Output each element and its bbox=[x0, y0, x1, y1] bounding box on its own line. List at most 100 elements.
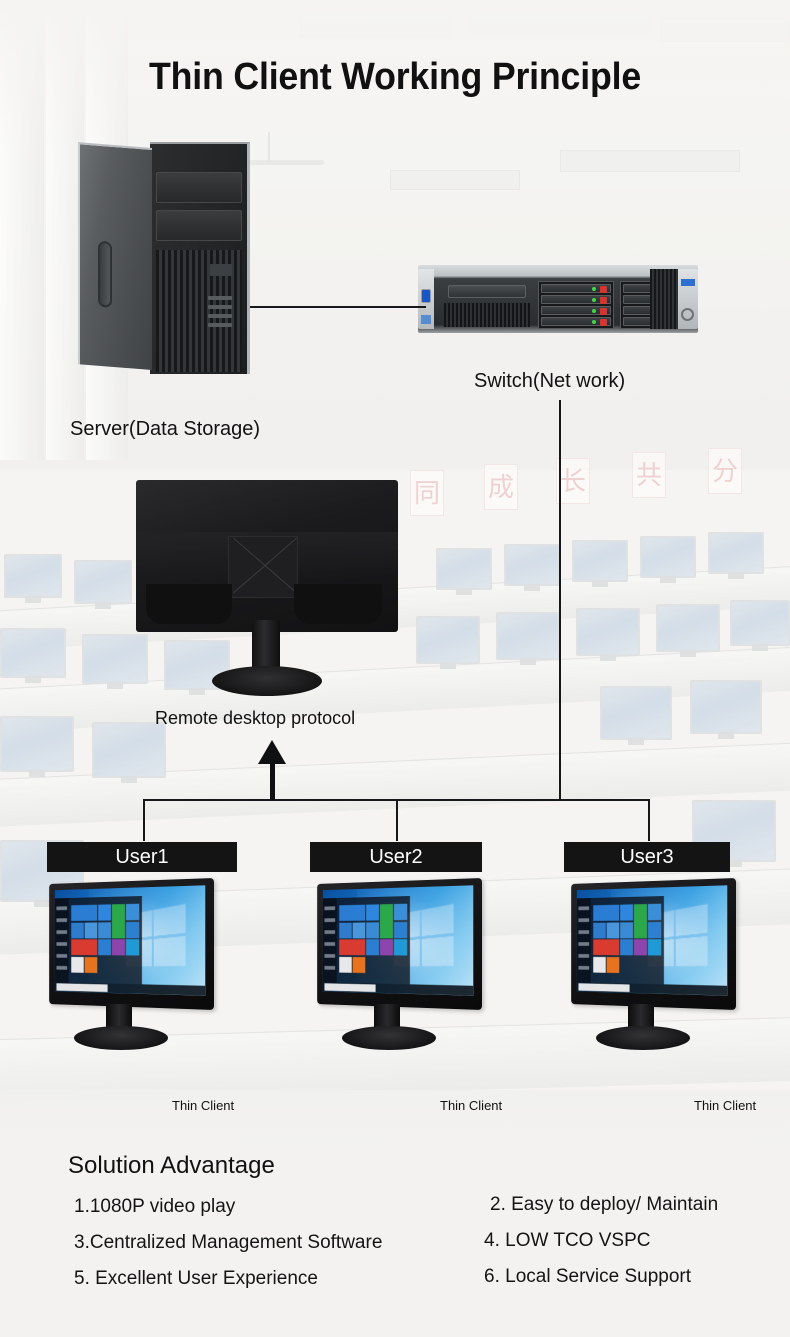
tower-port-cluster bbox=[210, 264, 232, 276]
user-monitor-3 bbox=[550, 878, 736, 1010]
start-menu-panel bbox=[322, 895, 410, 985]
tower-led bbox=[208, 314, 232, 318]
background-calligraphy: 成 bbox=[484, 464, 518, 510]
solution-advantage-heading: Solution Advantage bbox=[68, 1152, 275, 1179]
start-menu-tiles bbox=[339, 903, 408, 974]
user-bar-2: User2 bbox=[310, 842, 482, 872]
workstation-3 bbox=[540, 878, 776, 1078]
tower-server-icon bbox=[78, 142, 253, 374]
tower-led bbox=[208, 296, 232, 300]
background-monitor bbox=[0, 628, 66, 683]
background-monitor bbox=[600, 686, 672, 745]
windows-desktop-screen bbox=[576, 885, 728, 996]
background-monitor bbox=[576, 608, 640, 661]
start-menu-tiles bbox=[71, 903, 140, 974]
background-monitor bbox=[572, 540, 628, 587]
link-server-to-switch bbox=[250, 306, 426, 308]
power-button-icon bbox=[681, 308, 694, 321]
background-fade-top bbox=[0, 0, 790, 150]
rdp-arrow-stem bbox=[270, 762, 275, 800]
background-monitor bbox=[436, 548, 492, 595]
taskbar bbox=[576, 982, 728, 996]
background-monitor bbox=[74, 560, 132, 609]
advantage-item-2: 2. Easy to deploy/ Maintain bbox=[490, 1194, 719, 1215]
rack-right-ear bbox=[678, 269, 698, 329]
background-monitor bbox=[730, 600, 790, 651]
vesa-mount-plate bbox=[228, 536, 298, 598]
start-menu-panel bbox=[54, 895, 142, 985]
tower-drive-bay bbox=[156, 210, 242, 241]
monitor-stand-neck bbox=[252, 620, 280, 674]
monitor-rear-icon bbox=[136, 480, 398, 700]
server-label: Server(Data Storage) bbox=[70, 418, 261, 440]
background-monitor bbox=[640, 536, 696, 583]
rack-drive bbox=[541, 306, 611, 315]
rack-drive bbox=[541, 295, 611, 304]
background-monitor bbox=[708, 532, 764, 579]
taskbar bbox=[54, 982, 206, 996]
background-monitor bbox=[690, 680, 762, 739]
user-monitor-2 bbox=[296, 878, 482, 1010]
switch-label: Switch(Net work) bbox=[474, 370, 626, 392]
tower-led-stack bbox=[208, 296, 232, 332]
background-monitor bbox=[496, 612, 560, 665]
start-menu-tiles bbox=[593, 903, 662, 974]
vga-port-icon bbox=[421, 289, 431, 303]
monitor-bezel bbox=[317, 878, 482, 1010]
user-bar-3: User3 bbox=[564, 842, 730, 872]
start-menu-rail bbox=[54, 897, 70, 983]
advantage-item-5: 5. Excellent User Experience bbox=[74, 1268, 318, 1289]
background-calligraphy: 分 bbox=[708, 448, 742, 494]
rack-vent-mesh bbox=[444, 303, 530, 327]
page-title: Thin Client Working Principle bbox=[148, 56, 642, 98]
user-bar-1: User1 bbox=[47, 842, 237, 872]
background-ceiling-panel bbox=[560, 150, 740, 172]
background-calligraphy: 共 bbox=[632, 452, 666, 498]
background-monitor bbox=[4, 554, 62, 603]
protocol-label: Remote desktop protocol bbox=[155, 708, 356, 728]
windows-desktop-screen bbox=[322, 885, 474, 996]
background-monitor bbox=[656, 604, 720, 657]
workstation-2 bbox=[286, 878, 522, 1078]
windows-desktop-screen bbox=[54, 885, 206, 996]
advantage-item-3: 3.Centralized Management Software bbox=[74, 1232, 383, 1253]
background-monitor bbox=[416, 616, 480, 669]
background-calligraphy: 同 bbox=[410, 470, 444, 516]
workstation-1 bbox=[18, 878, 254, 1078]
advantage-item-1: 1.1080P video play bbox=[74, 1196, 236, 1217]
rack-drive bbox=[541, 284, 611, 293]
background-monitor bbox=[92, 722, 166, 783]
user-monitor-1 bbox=[28, 878, 214, 1010]
background-monitor bbox=[0, 716, 74, 777]
monitor-bezel bbox=[571, 878, 736, 1010]
thin-client-label-2: Thin Client bbox=[440, 1098, 503, 1113]
rdp-arrow-head-icon bbox=[258, 740, 286, 764]
rack-left-badge bbox=[421, 315, 431, 324]
monitor-bezel bbox=[49, 878, 214, 1010]
monitor-rear-vent-right bbox=[294, 584, 382, 624]
rack-drive bbox=[541, 317, 611, 326]
link-switch-to-bus bbox=[559, 400, 561, 800]
background-monitor bbox=[164, 640, 230, 695]
advantage-item-6: 6. Local Service Support bbox=[484, 1266, 692, 1287]
background-fan-blade bbox=[266, 160, 324, 165]
start-menu-rail bbox=[322, 897, 338, 983]
drop-line-user1 bbox=[143, 799, 145, 841]
drop-line-user3 bbox=[648, 799, 650, 841]
rack-left-ear bbox=[418, 269, 434, 329]
tower-front-panel bbox=[150, 142, 250, 374]
tower-led bbox=[208, 305, 232, 309]
background-ceiling-panel bbox=[390, 170, 520, 190]
start-menu-rail bbox=[576, 897, 592, 983]
tower-led bbox=[208, 323, 232, 327]
monitor-stand-base bbox=[342, 1026, 436, 1050]
rack-drive-bank bbox=[538, 281, 614, 329]
start-menu-panel bbox=[576, 895, 664, 985]
usb-port-icon bbox=[681, 279, 695, 286]
tower-handle bbox=[98, 240, 112, 308]
monitor-stand-base bbox=[212, 666, 322, 696]
drop-line-user2 bbox=[396, 799, 398, 841]
background-fade-bottom bbox=[0, 1107, 790, 1337]
